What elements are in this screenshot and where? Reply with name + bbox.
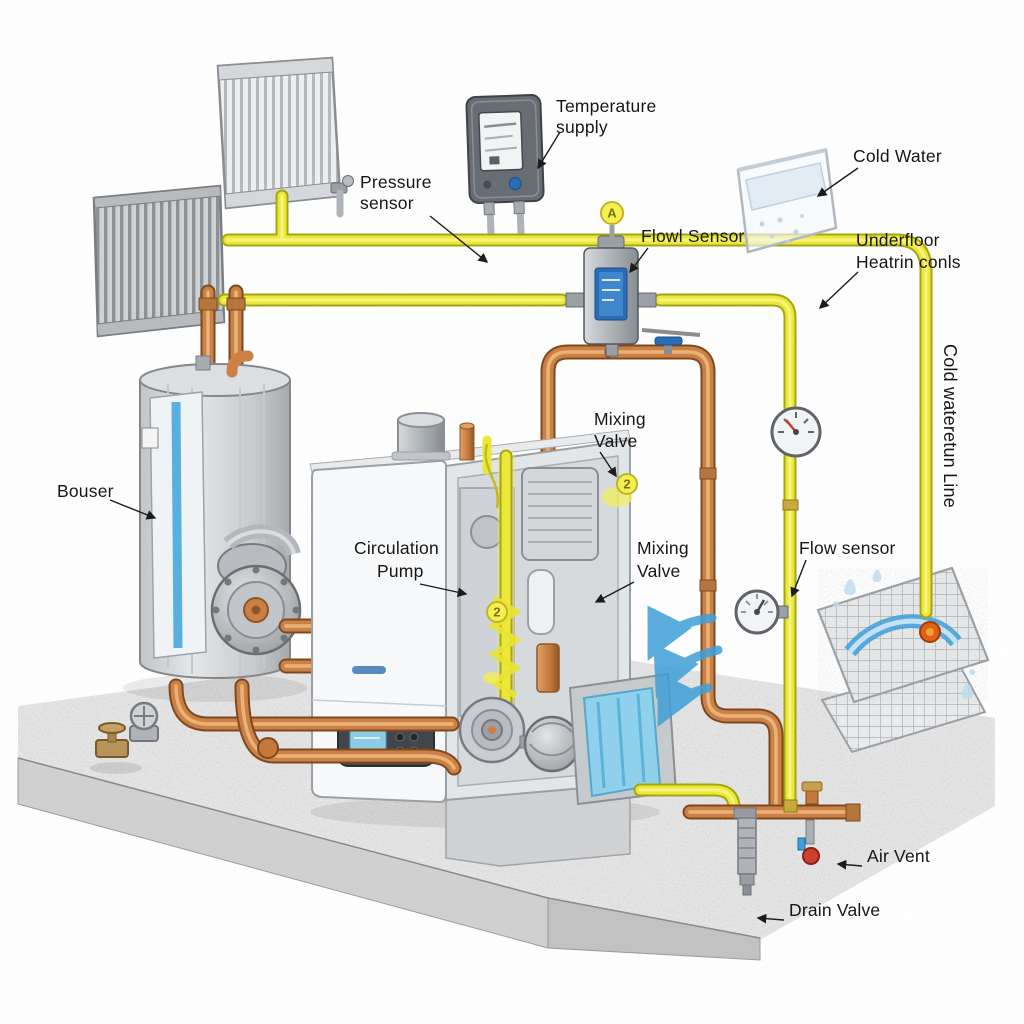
cold-flow-arrows xyxy=(647,605,723,727)
label-circulation-pump-1: Circulation xyxy=(354,538,439,558)
air-vent-valve xyxy=(797,781,823,865)
label-temperature-supply-2: supply xyxy=(556,117,608,137)
label-mixing-valve-upper-2: Valve xyxy=(594,431,637,451)
badge-2-upper: 2 xyxy=(616,473,638,495)
water-splashes xyxy=(833,569,975,699)
floor-valve-brass xyxy=(90,722,142,774)
label-bouser: Bouser xyxy=(57,481,114,501)
cold-water-chamber xyxy=(568,672,678,806)
label-mixing-valve-upper-1: Mixing xyxy=(594,409,646,429)
hot-supply-pipe-network xyxy=(224,196,926,798)
label-mixing-valve-lower-2: Valve xyxy=(637,561,680,581)
flue-pipe xyxy=(391,412,451,461)
cold-water-tank xyxy=(736,148,838,254)
label-underfloor-2: Heatrin conls xyxy=(856,252,961,272)
label-air-vent: Air Vent xyxy=(867,846,930,866)
copper-pipe-network xyxy=(198,292,776,810)
circulator-flange-pump xyxy=(210,524,302,656)
label-flow-sensor-top: Flowl Sensor xyxy=(641,226,745,246)
badge-2-lower-text: 2 xyxy=(493,605,500,620)
flow-sensor-device xyxy=(565,235,657,357)
bottom-right-piping xyxy=(640,781,861,896)
label-pressure-sensor-1: Pressure xyxy=(360,172,432,192)
tank-sensor xyxy=(141,427,159,449)
label-circulation-pump-2: Pump xyxy=(377,561,424,581)
drain-valve-assembly xyxy=(733,807,757,896)
badge-a: A xyxy=(600,201,624,240)
badge-2-upper-text: 2 xyxy=(623,477,630,492)
heat-exchanger xyxy=(521,467,599,561)
thermostat-button xyxy=(508,177,522,191)
label-cold-water: Cold Water xyxy=(853,146,942,166)
tank-cold-pipe xyxy=(171,401,183,649)
pressure-gauge-upper xyxy=(770,406,822,458)
thermostat-unit xyxy=(465,94,545,245)
circulation-pump xyxy=(458,696,581,773)
label-drain-valve: Drain Valve xyxy=(789,900,880,920)
leader-lines xyxy=(109,131,863,924)
brand-mark xyxy=(352,666,386,674)
label-cold-water-return-line: Cold wateretun Line xyxy=(940,344,960,508)
marker-badges: A 2 2 xyxy=(483,201,638,684)
diagram-labels: Pressure sensor Temperature supply Cold … xyxy=(57,96,961,920)
sensor-wire xyxy=(484,443,499,509)
underfloor-heating-section xyxy=(816,566,990,754)
label-flow-sensor-right: Flow sensor xyxy=(799,538,896,558)
label-temperature-supply-1: Temperature xyxy=(556,96,656,116)
copper-cylinder xyxy=(536,643,560,693)
label-underfloor-1: Underfloor xyxy=(856,230,940,250)
radiator-valve xyxy=(330,175,354,218)
radiator-front-panel xyxy=(216,56,354,218)
blue-handle-valve xyxy=(654,336,683,354)
pipe-coupling xyxy=(782,499,799,511)
label-mixing-valve-lower-1: Mixing xyxy=(637,538,689,558)
thermostat-display xyxy=(478,110,524,172)
label-pressure-sensor-2: sensor xyxy=(360,193,414,213)
radiator-back-panel xyxy=(92,184,226,338)
top-copper-fitting xyxy=(459,425,475,461)
thermometer-probe xyxy=(641,328,701,337)
floor-valve-steel xyxy=(129,701,159,742)
badge-2-lower: 2 xyxy=(486,601,508,623)
drip-dots xyxy=(759,214,804,244)
mixing-valve-body xyxy=(527,569,555,635)
boiler-unit xyxy=(309,412,678,867)
bouser-tank xyxy=(123,350,307,702)
bottom-copper-runs xyxy=(176,686,454,768)
flow-gauge-lower xyxy=(734,589,789,635)
badge-a-text: A xyxy=(607,206,617,221)
